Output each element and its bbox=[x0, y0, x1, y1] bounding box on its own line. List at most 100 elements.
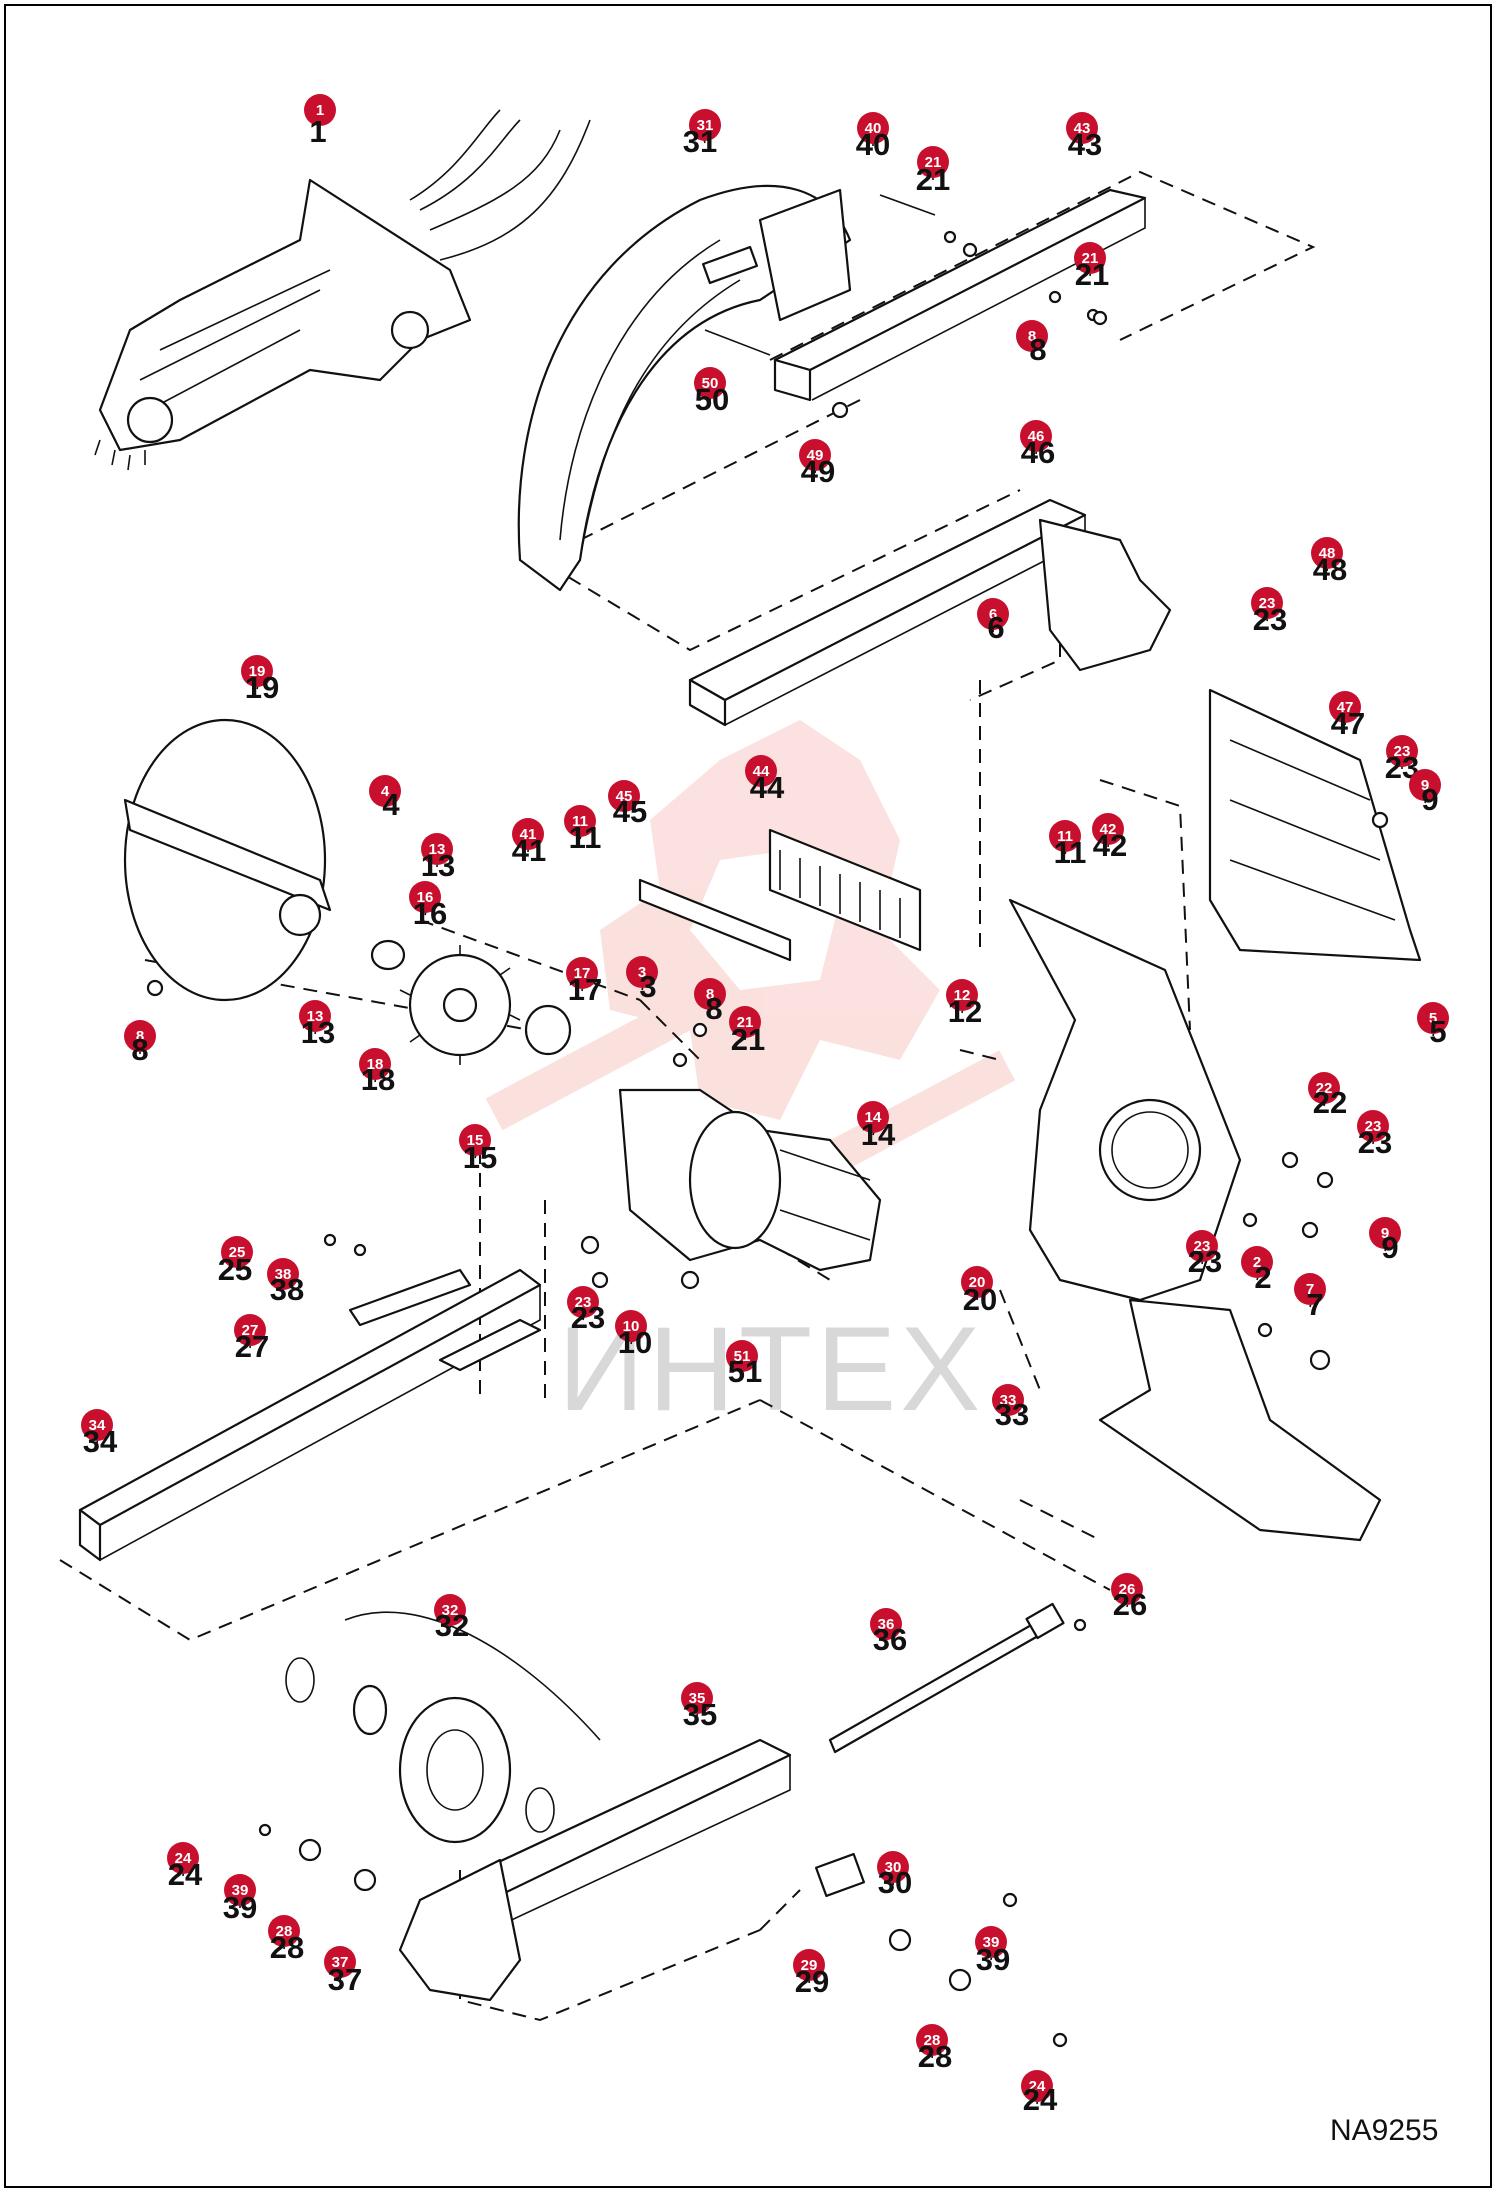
callout-badge-label: 19 bbox=[249, 663, 266, 680]
callout-badge-label: 11 bbox=[1057, 828, 1073, 845]
callout-badge-label: 14 bbox=[865, 1109, 882, 1126]
callout-badge-label: 43 bbox=[1074, 120, 1091, 137]
callout-badge-label: 21 bbox=[925, 154, 942, 171]
callout-number: 37 bbox=[328, 1962, 362, 1997]
callout-c7: 77 bbox=[1294, 1273, 1326, 1322]
callout-badge-label: 8 bbox=[136, 1028, 144, 1045]
callout-number: 7 bbox=[1306, 1287, 1323, 1322]
callout-number: 35 bbox=[683, 1697, 717, 1732]
callout-badge bbox=[512, 818, 544, 850]
callout-badge-label: 23 bbox=[1259, 595, 1276, 612]
callout-badge-label: 18 bbox=[367, 1056, 384, 1073]
callout-badge bbox=[1251, 587, 1283, 619]
arm-35 bbox=[398, 1738, 792, 2002]
callout-badge bbox=[1369, 1217, 1401, 1249]
strip-27 bbox=[348, 1268, 472, 1327]
callout-badge bbox=[877, 1851, 909, 1883]
callout-number: 51 bbox=[728, 1354, 762, 1389]
callout-badge-label: 10 bbox=[623, 1318, 640, 1335]
callout-badge bbox=[1111, 1573, 1143, 1605]
callout-badge bbox=[434, 1594, 466, 1626]
callout-badge bbox=[975, 1926, 1007, 1958]
callout-number: 24 bbox=[168, 1857, 203, 1892]
idler-wheel-32 bbox=[285, 1611, 601, 1844]
callout-c5: 55 bbox=[1417, 1002, 1449, 1049]
callout-number: 23 bbox=[571, 1300, 605, 1335]
rail-22 bbox=[438, 1318, 542, 1372]
callout-badge bbox=[369, 775, 401, 807]
callout-c2: 22 bbox=[1241, 1246, 1273, 1295]
callout-badge-label: 12 bbox=[954, 987, 971, 1004]
callout-badge bbox=[1241, 1246, 1273, 1278]
watermark-logo bbox=[485, 720, 1016, 1184]
callout-number: 48 bbox=[1313, 552, 1347, 587]
callout-number: 8 bbox=[131, 1032, 148, 1067]
callout-number: 6 bbox=[987, 610, 1004, 645]
callout-badge bbox=[421, 833, 453, 865]
callout-badge-label: 23 bbox=[1394, 743, 1411, 760]
callout-number: 32 bbox=[435, 1608, 469, 1643]
callout-badge-label: 49 bbox=[807, 447, 824, 464]
callout-number: 39 bbox=[223, 1890, 257, 1925]
callout-number: 34 bbox=[83, 1424, 118, 1459]
callout-number: 28 bbox=[270, 1930, 304, 1965]
callout-badge bbox=[726, 1340, 758, 1372]
callout-number: 16 bbox=[413, 896, 447, 931]
callout-badge-label: 32 bbox=[442, 1602, 459, 1619]
callout-badge-label: 21 bbox=[737, 1014, 754, 1031]
callout-badge bbox=[917, 146, 949, 178]
callout-badge-label: 47 bbox=[1337, 699, 1354, 716]
rod-36 bbox=[828, 1602, 1065, 1754]
callout-badge bbox=[1386, 735, 1418, 767]
callout-number: 8 bbox=[705, 991, 722, 1026]
callout-badge-label: 8 bbox=[1028, 328, 1036, 345]
callout-badge-label: 30 bbox=[885, 1859, 902, 1876]
channel-34 bbox=[78, 1268, 542, 1562]
callout-badge bbox=[1020, 420, 1052, 452]
callout-badge-label: 4 bbox=[381, 783, 390, 800]
callout-number: 4 bbox=[382, 787, 400, 822]
callout-number: 20 bbox=[963, 1282, 997, 1317]
callout-badge bbox=[799, 439, 831, 471]
callout-badge bbox=[1311, 537, 1343, 569]
callout-number: 21 bbox=[1075, 257, 1109, 292]
callout-number: 41 bbox=[512, 833, 546, 868]
callout-badge bbox=[1186, 1230, 1218, 1262]
callout-badge-label: 38 bbox=[275, 1266, 292, 1283]
callout-badge bbox=[234, 1314, 266, 1346]
callout-badge bbox=[124, 1020, 156, 1052]
callout-badge bbox=[564, 805, 596, 837]
callout-badge-label: 37 bbox=[332, 1954, 349, 1971]
callout-badge bbox=[1066, 112, 1098, 144]
callout-badge-label: 24 bbox=[1029, 2078, 1046, 2095]
callout-badge bbox=[221, 1236, 253, 1268]
callout-badge-label: 15 bbox=[467, 1132, 484, 1149]
callout-badge-label: 9 bbox=[1421, 777, 1429, 794]
bracket-47 bbox=[1208, 688, 1422, 962]
callout-number: 23 bbox=[1188, 1244, 1222, 1279]
callout-number: 44 bbox=[750, 770, 785, 805]
